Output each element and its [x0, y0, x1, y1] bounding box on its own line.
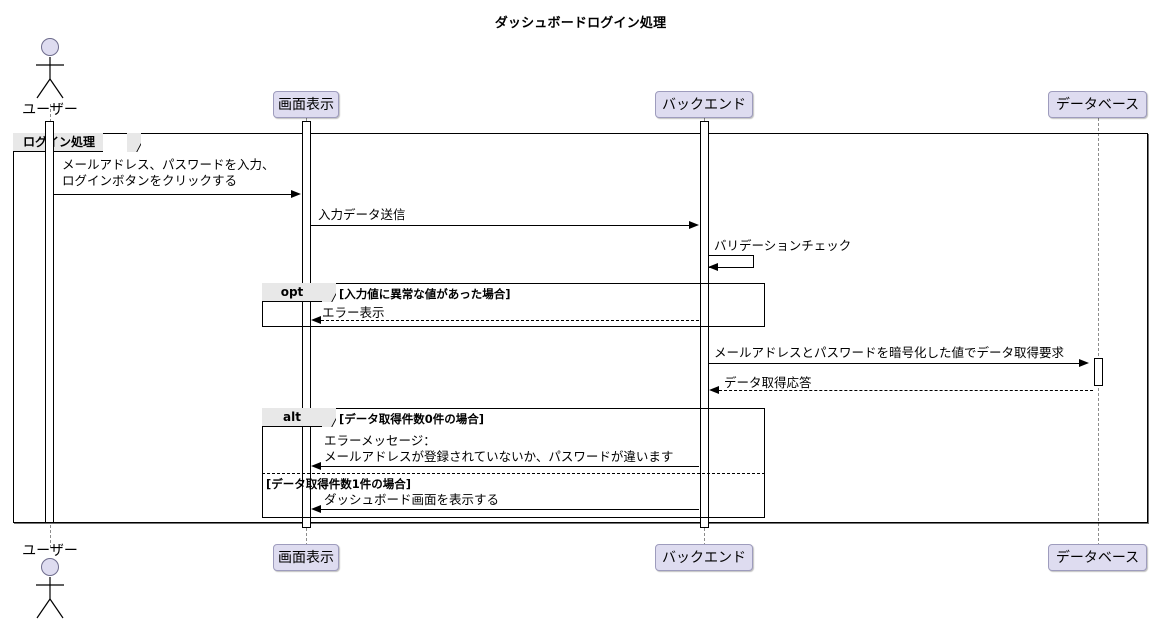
- activation-view: [302, 121, 311, 528]
- message-m7-line-2: メールアドレスが登録されていないか、パスワードが違います: [324, 449, 674, 464]
- fragment-alt: [262, 408, 765, 518]
- fragment-alt-operator: alt: [262, 408, 322, 427]
- message-m4-arrowhead: [311, 316, 321, 324]
- message-m6-line: [714, 390, 1093, 391]
- message-m7-line-1: エラーメッセージ：: [324, 433, 436, 448]
- actor-label-user-bottom: ユーザー: [22, 543, 78, 559]
- message-m1-arrowhead: [291, 190, 301, 198]
- message-m7-line: [316, 466, 699, 467]
- actor-head-user-top: [41, 38, 59, 56]
- fragment-opt-guard: [入力値に異常な値があった場合]: [339, 287, 511, 301]
- fragment-alt-guard-2: [データ取得件数1件の場合]: [266, 477, 412, 491]
- message-m1-label: メールアドレス、パスワードを入力、 ログインボタンをクリックする: [62, 157, 275, 189]
- lifeline-db: [1098, 118, 1099, 546]
- message-m5-line: [709, 363, 1085, 364]
- message-m4-line: [316, 320, 699, 321]
- message-m5-label: メールアドレスとパスワードを暗号化した値でデータ取得要求: [714, 345, 1065, 360]
- message-m1-line: [54, 194, 297, 195]
- fragment-alt-guard-1: [データ取得件数0件の場合]: [339, 412, 485, 426]
- diagram-title: ダッシュボードログイン処理: [494, 16, 667, 31]
- actor-body-user-bottom: [36, 577, 64, 619]
- fragment-alt-divider: [262, 473, 765, 474]
- actor-body-user-top: [36, 57, 64, 99]
- message-m3-label: バリデーションチェック: [714, 238, 852, 253]
- message-m8-line: [316, 509, 699, 510]
- message-m8-arrowhead: [311, 505, 321, 513]
- activation-db: [1094, 358, 1103, 386]
- message-m2-label: 入力データ送信: [318, 207, 406, 222]
- activation-user: [45, 121, 54, 523]
- message-m4-label: エラー表示: [322, 305, 385, 320]
- message-m6-label: データ取得応答: [724, 375, 812, 390]
- outer-frame-label: ログイン処理: [13, 133, 104, 152]
- message-m2-line: [311, 225, 695, 226]
- actor-label-user-top: ユーザー: [22, 102, 78, 118]
- message-m2-arrowhead: [689, 221, 699, 229]
- message-m7-arrowhead: [311, 462, 321, 470]
- message-m1-line-2: ログインボタンをクリックする: [62, 173, 238, 188]
- actor-head-user-bottom: [41, 558, 59, 576]
- message-m7-label: エラーメッセージ： メールアドレスが登録されていないか、パスワードが違います: [324, 433, 673, 465]
- fragment-opt-label-clip: [322, 283, 336, 302]
- message-m3-selfbox: [709, 255, 754, 268]
- fragment-opt: [262, 283, 765, 327]
- message-m5-arrowhead: [1079, 359, 1089, 367]
- participant-view-bottom[interactable]: 画面表示: [273, 544, 339, 571]
- outer-frame-label-clip: [127, 133, 141, 152]
- participant-db-bottom[interactable]: データベース: [1048, 544, 1147, 571]
- participant-backend-top[interactable]: バックエンド: [655, 91, 753, 118]
- fragment-alt-label-clip: [322, 408, 336, 427]
- participant-backend-bottom[interactable]: バックエンド: [655, 544, 753, 571]
- message-m6-arrowhead: [709, 386, 719, 394]
- message-m8-label: ダッシュボード画面を表示する: [324, 492, 500, 507]
- participant-view-top[interactable]: 画面表示: [273, 91, 339, 118]
- activation-backend: [700, 121, 709, 528]
- outer-frame-login: [13, 133, 1148, 523]
- fragment-opt-operator: opt: [262, 283, 322, 302]
- participant-db-top[interactable]: データベース: [1048, 91, 1147, 118]
- message-m3-arrowhead: [708, 263, 718, 271]
- message-m1-line-1: メールアドレス、パスワードを入力、: [62, 157, 275, 172]
